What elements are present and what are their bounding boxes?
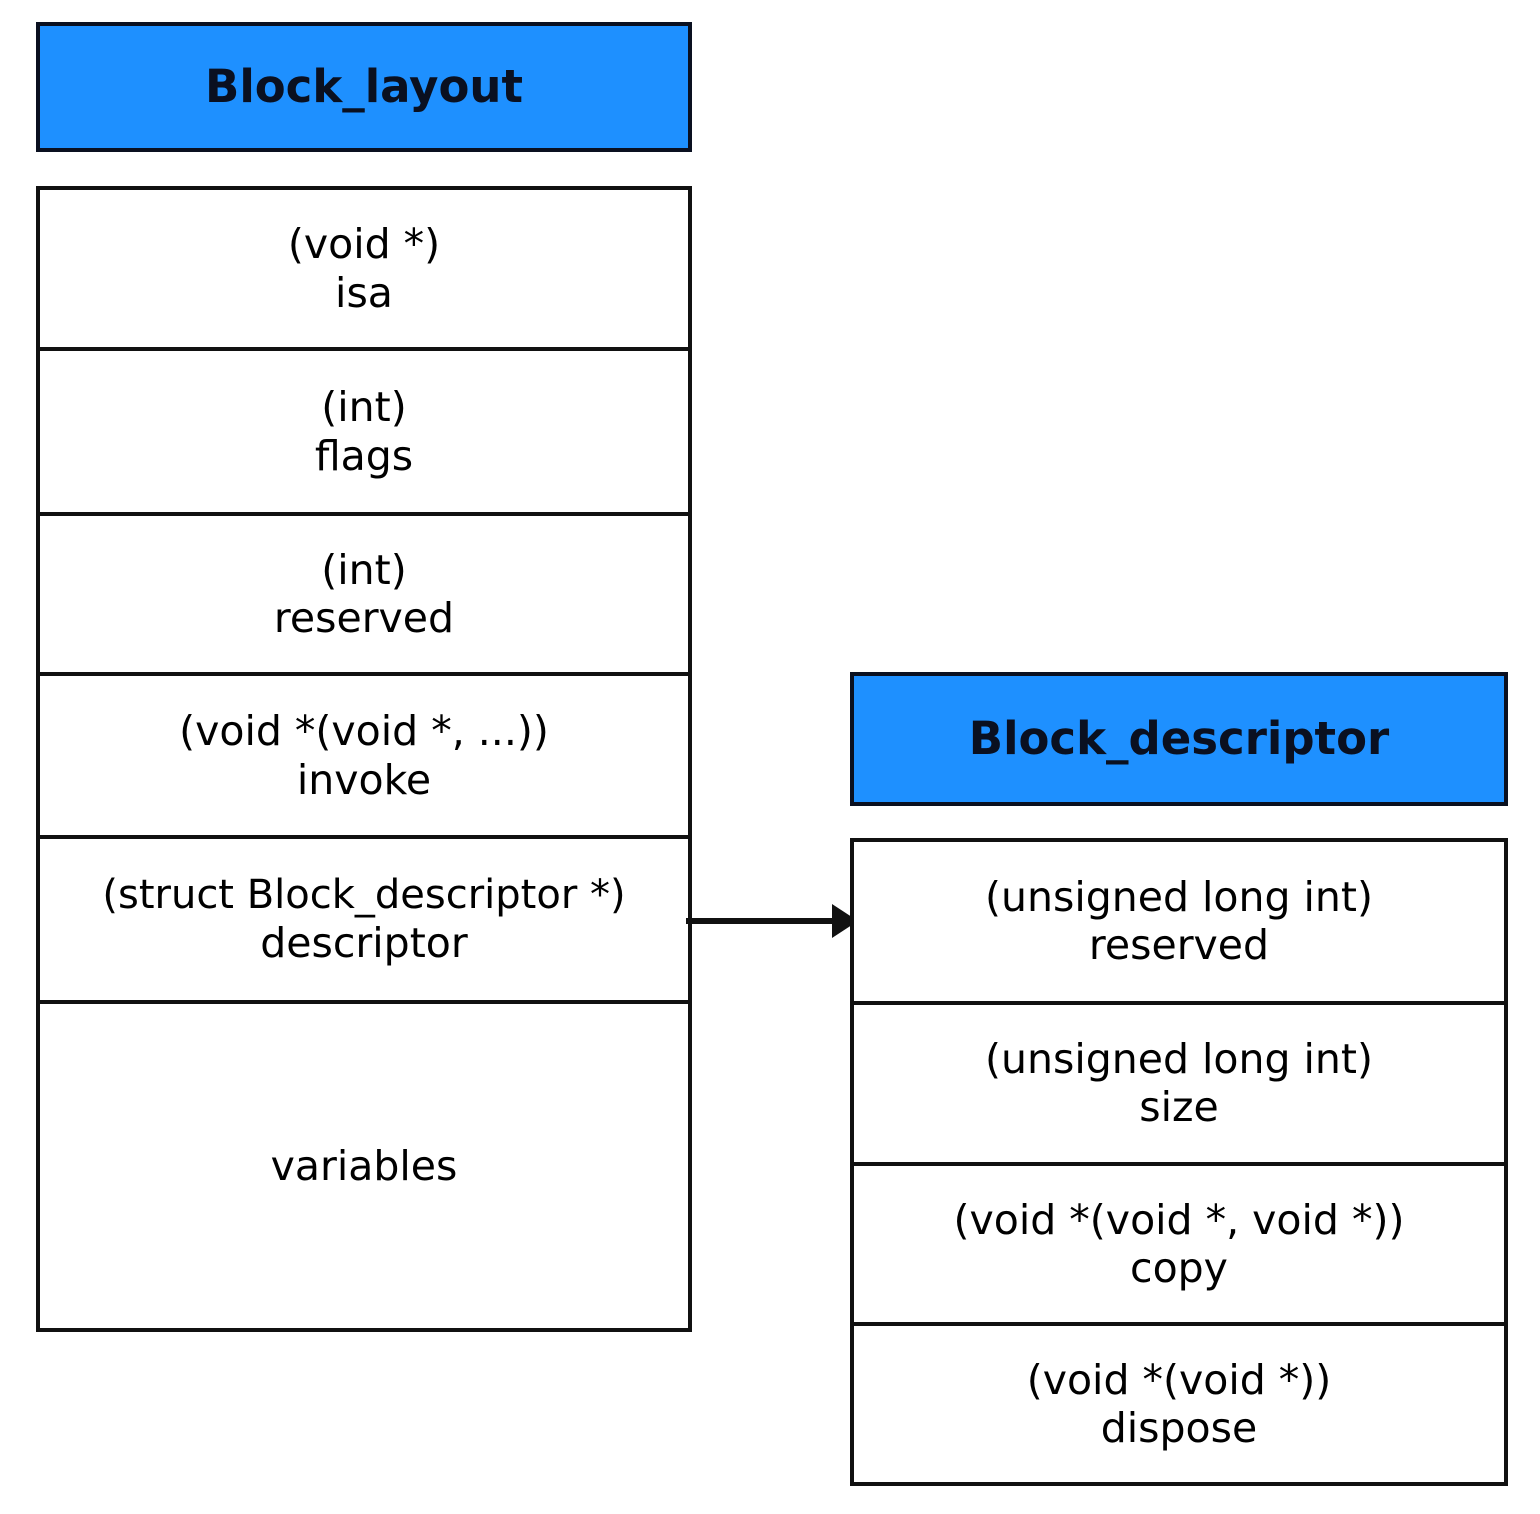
field-name: reserved xyxy=(1088,921,1270,970)
field-row-descriptor: (struct Block_descriptor *) descriptor xyxy=(40,839,688,1004)
field-row-flags: (int) flags xyxy=(40,351,688,516)
field-name: variables xyxy=(270,1141,458,1190)
field-row-variables: variables xyxy=(40,1004,688,1328)
connector-descriptor-to-block-descriptor xyxy=(686,898,858,944)
struct-block-descriptor: Block_descriptor (unsigned long int) res… xyxy=(850,672,1508,1486)
field-name: invoke xyxy=(296,755,432,804)
field-type: (void *(void *)) xyxy=(1026,1355,1332,1404)
field-type: (void *(void *, ...)) xyxy=(179,707,549,756)
field-row-size: (unsigned long int) size xyxy=(854,1005,1504,1166)
struct-title-block-descriptor: Block_descriptor xyxy=(968,712,1390,766)
field-type: (void *) xyxy=(287,220,441,269)
field-row-reserved: (unsigned long int) reserved xyxy=(854,842,1504,1005)
field-type: (struct Block_descriptor *) xyxy=(102,871,626,918)
struct-block-layout: Block_layout (void *) isa (int) flags (i… xyxy=(36,22,692,1332)
field-type: (void *(void *, void *)) xyxy=(953,1195,1405,1244)
field-name: copy xyxy=(1130,1243,1228,1292)
field-row-dispose: (void *(void *)) dispose xyxy=(854,1326,1504,1482)
field-name: isa xyxy=(335,268,393,317)
field-name: reserved xyxy=(273,594,455,642)
field-type: (int) xyxy=(321,545,407,594)
struct-header-block-descriptor: Block_descriptor xyxy=(850,672,1508,806)
field-type: (unsigned long int) xyxy=(985,873,1373,922)
field-row-copy: (void *(void *, void *)) copy xyxy=(854,1166,1504,1326)
field-type: (unsigned long int) xyxy=(985,1035,1373,1084)
struct-header-block-layout: Block_layout xyxy=(36,22,692,152)
field-type: (int) xyxy=(321,383,407,432)
field-name: flags xyxy=(314,431,414,480)
field-name: dispose xyxy=(1100,1403,1258,1452)
struct-body-block-layout: (void *) isa (int) flags (int) reserved … xyxy=(36,186,692,1332)
field-row-reserved: (int) reserved xyxy=(40,516,688,676)
arrow-right-icon xyxy=(686,904,858,938)
field-name: size xyxy=(1139,1083,1219,1132)
struct-title-block-layout: Block_layout xyxy=(205,60,523,114)
field-row-invoke: (void *(void *, ...)) invoke xyxy=(40,676,688,839)
field-row-isa: (void *) isa xyxy=(40,190,688,351)
field-name: descriptor xyxy=(260,918,468,967)
struct-body-block-descriptor: (unsigned long int) reserved (unsigned l… xyxy=(850,838,1508,1486)
